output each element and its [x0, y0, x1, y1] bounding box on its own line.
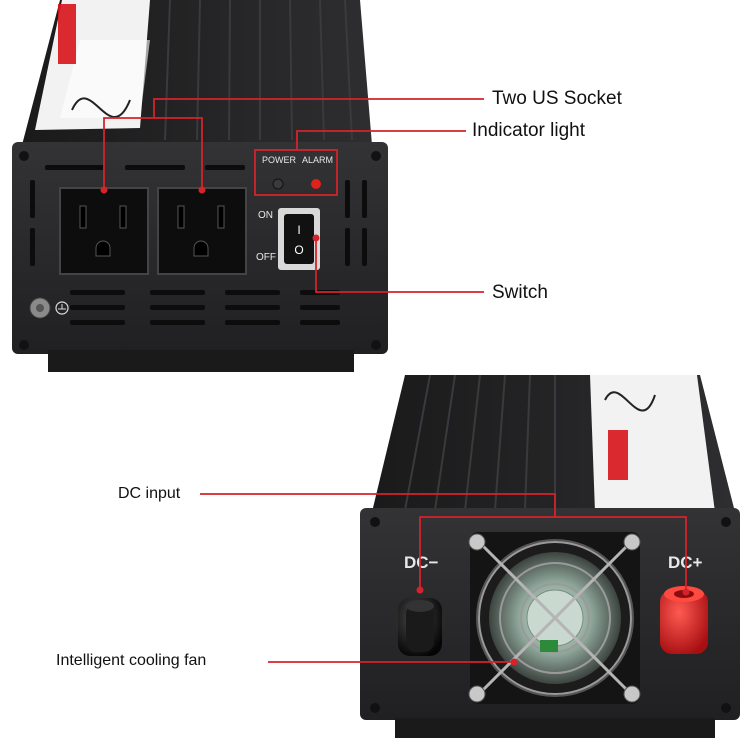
us-socket	[59, 187, 149, 275]
screw-icon	[371, 340, 381, 350]
power-led	[272, 178, 284, 190]
dc-minus-label: DC−	[404, 553, 439, 572]
screw-icon	[19, 340, 29, 350]
callout-lines	[103, 98, 687, 663]
callout-sockets-label: Two US Socket	[492, 88, 622, 109]
dc-negative-terminal	[394, 594, 446, 656]
power-led-label: POWER	[262, 155, 297, 165]
callout-dc-input-label: DC input	[118, 485, 181, 502]
screw-icon	[370, 703, 380, 713]
switch-on-label: ON	[258, 210, 273, 221]
callout-switch-label: Switch	[492, 282, 548, 303]
screw-icon	[721, 703, 731, 713]
fan-screw-icon	[623, 685, 641, 703]
power-switch[interactable]: I O	[278, 208, 320, 270]
vent-slots	[30, 165, 367, 325]
alarm-led	[311, 179, 321, 189]
screw-icon	[721, 517, 731, 527]
inverter-front-unit: POWER ALARM ON OFF I O	[12, 0, 388, 372]
fan-screw-icon	[468, 533, 486, 551]
us-socket	[157, 187, 247, 275]
ground-terminal	[29, 297, 69, 319]
dc-positive-terminal	[656, 586, 712, 654]
cooling-fan	[468, 532, 641, 704]
switch-on-glyph: I	[297, 223, 300, 237]
screw-icon	[371, 151, 381, 161]
callout-fan-label: Intelligent cooling fan	[56, 652, 207, 669]
screw-icon	[19, 151, 29, 161]
logo-wave-icon	[604, 391, 656, 412]
callout-indicator-label: Indicator light	[472, 120, 586, 141]
alarm-led-label: ALARM	[302, 155, 333, 165]
fan-screw-icon	[468, 685, 486, 703]
screw-icon	[370, 517, 380, 527]
logo-wave-icon	[71, 97, 131, 118]
fan-screw-icon	[623, 533, 641, 551]
inverter-rear-unit: DC− DC+	[360, 374, 740, 738]
switch-off-label: OFF	[256, 252, 276, 263]
switch-off-glyph: O	[294, 243, 303, 257]
